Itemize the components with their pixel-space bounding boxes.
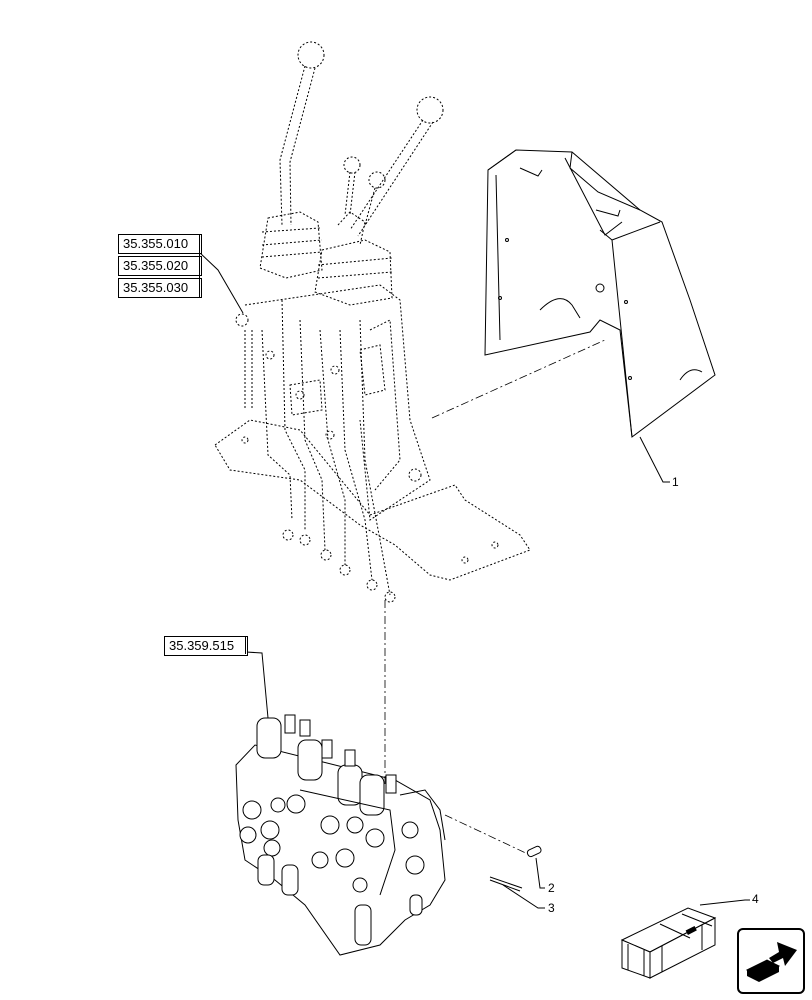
callout-2: 2 (548, 881, 555, 895)
pin-centerline (444, 814, 531, 856)
kit-box-icon (620, 907, 717, 979)
control-lever-assembly (214, 41, 531, 603)
ref-bracket-2 (245, 636, 248, 654)
pin (526, 845, 542, 858)
next-page-button[interactable] (737, 928, 805, 994)
next-page-arrow-icon (745, 942, 797, 982)
ref-35-355-020[interactable]: 35.355.020 (118, 256, 202, 276)
cotter-pin (489, 876, 523, 892)
ref-35-355-030[interactable]: 35.355.030 (118, 278, 202, 298)
control-valve-assembly (235, 714, 446, 956)
ref-bracket (199, 234, 202, 298)
ref-35-359-515[interactable]: 35.359.515 (164, 636, 248, 656)
leader-lines (198, 251, 750, 909)
cover-centerline (431, 339, 606, 419)
callout-3: 3 (548, 901, 555, 915)
callout-1: 1 (672, 475, 679, 489)
ref-35-355-010[interactable]: 35.355.010 (118, 234, 202, 254)
console-cover (484, 149, 716, 438)
callout-4: 4 (752, 892, 759, 906)
